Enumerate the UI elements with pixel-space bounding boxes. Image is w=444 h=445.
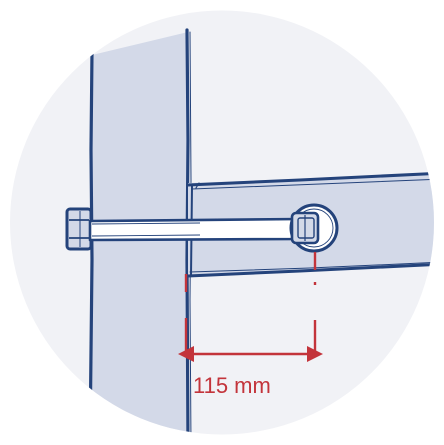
- horizontal-rail-top-edge-sketch: [191, 178, 434, 190]
- bolt-shaft: [88, 217, 302, 242]
- arrowhead-right-icon: [307, 346, 323, 362]
- arrowhead-left-icon: [178, 346, 194, 362]
- rail-sketch-tick: [195, 182, 200, 189]
- dimension-line: [178, 252, 323, 362]
- vertical-board-left-edge: [88, 50, 94, 435]
- horizontal-rail-top-edge: [186, 171, 434, 187]
- hex-bolt-icon: [65, 207, 93, 251]
- cross-dowel-icon: [289, 203, 339, 253]
- dimension-label: 115 mm: [193, 373, 271, 398]
- horizontal-rail-bottom-edge-sketch: [189, 261, 434, 273]
- horizontal-rail-bottom-edge: [186, 262, 434, 278]
